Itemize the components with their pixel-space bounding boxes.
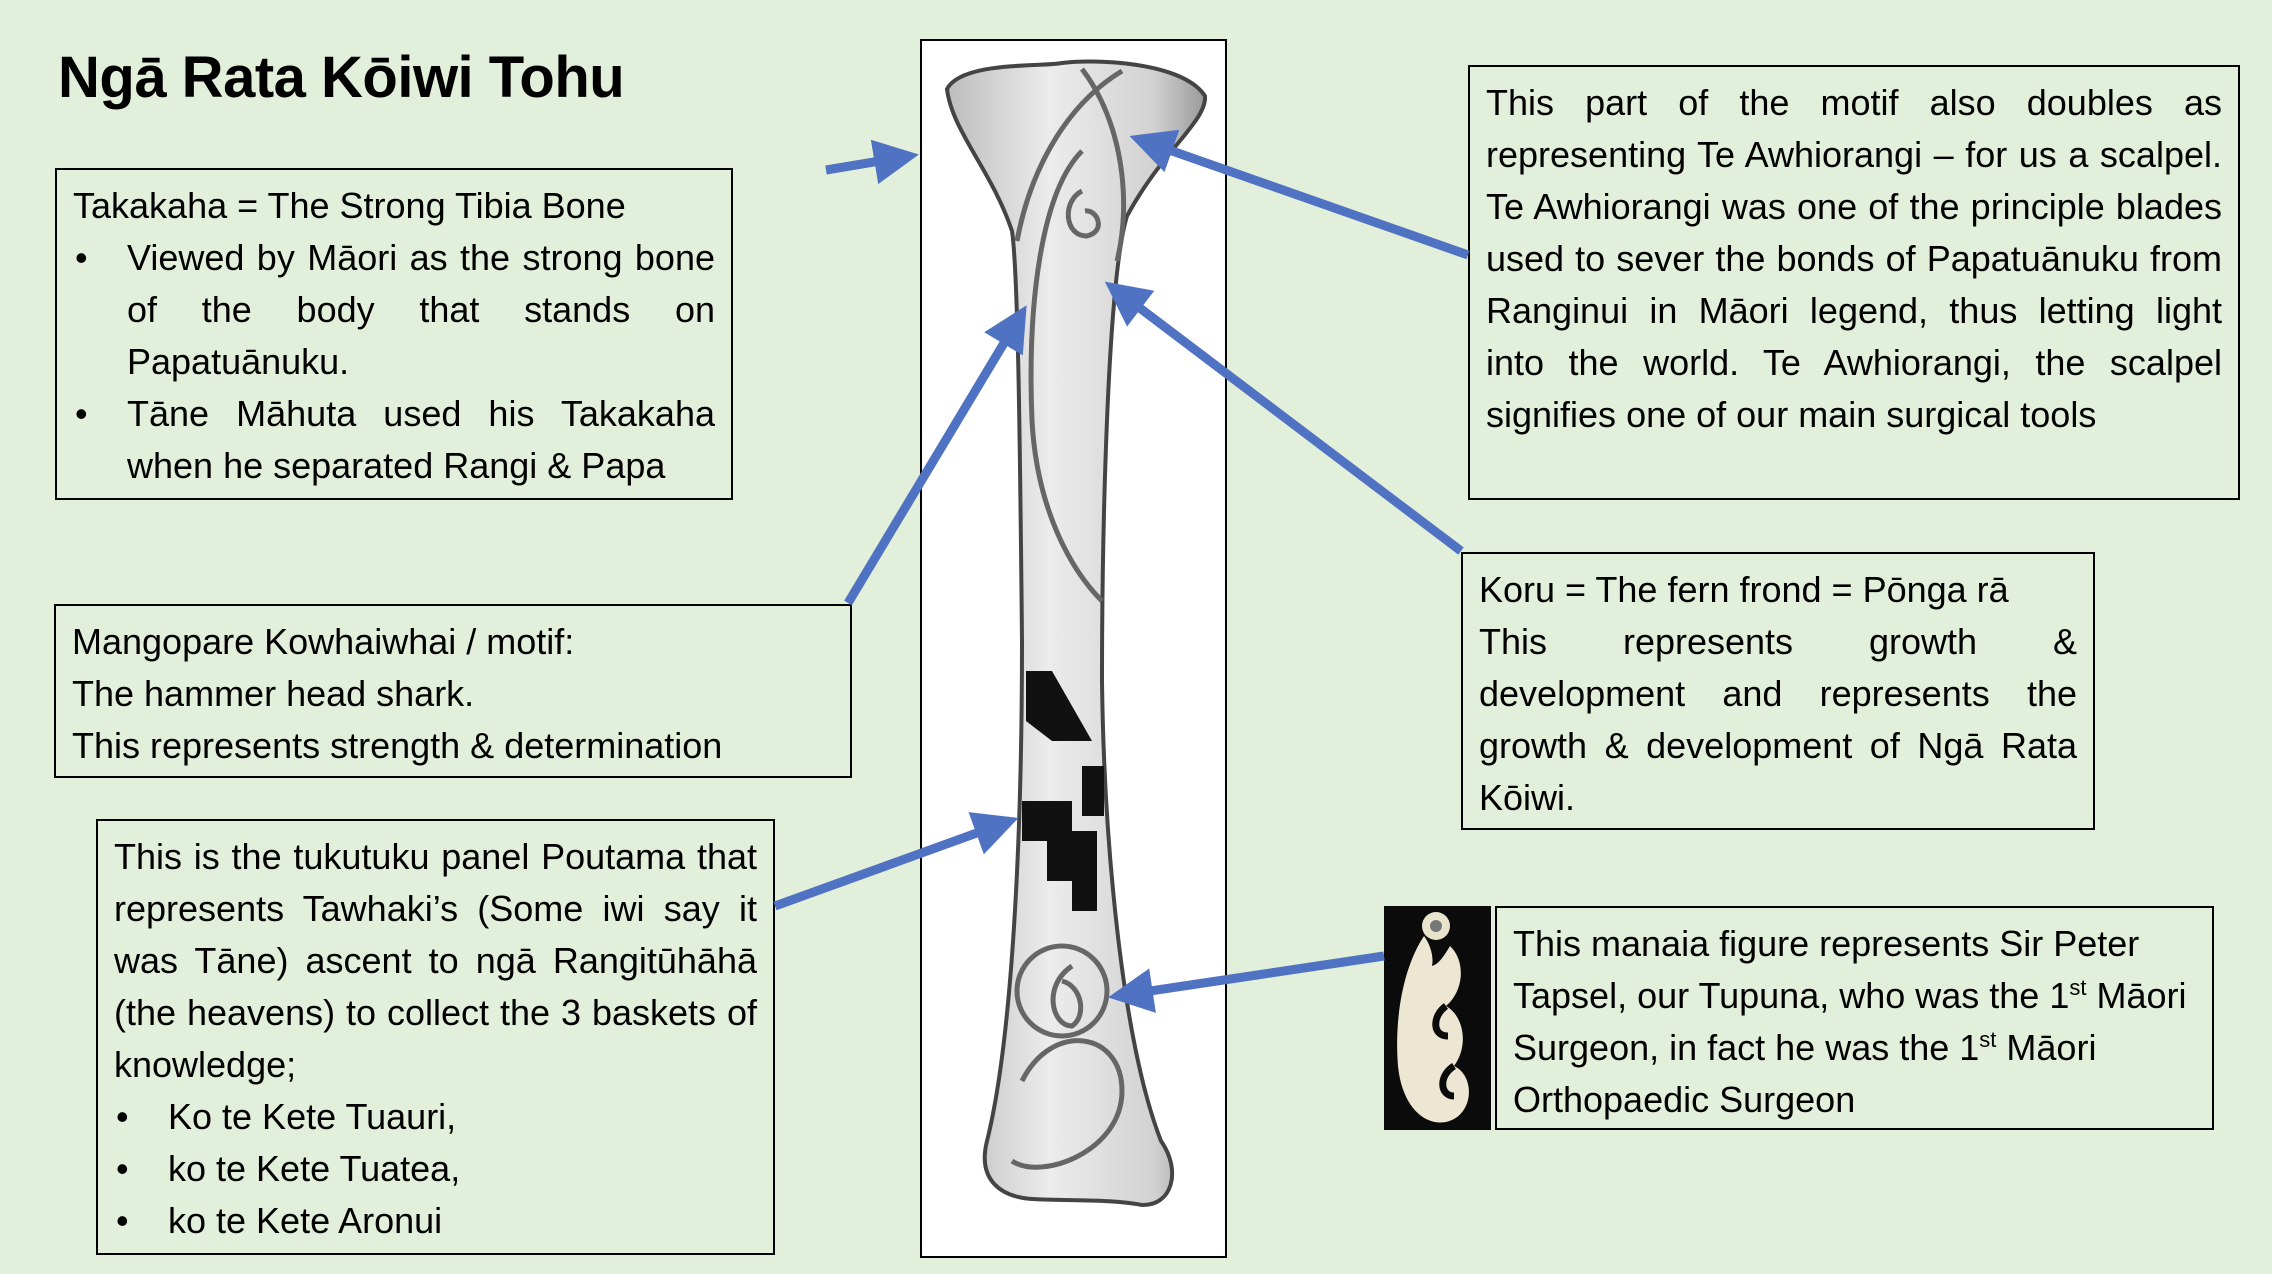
takakaha-bullet: Viewed by Māori as the strong bone of th… (73, 232, 715, 388)
koru-heading: Koru = The fern frond = Pōnga rā (1479, 569, 2009, 610)
arrow-awhiorangi (1129, 129, 1470, 260)
tukutuku-bullet: Ko te Kete Tuauri, (114, 1091, 757, 1143)
manaia-icon (1397, 912, 1469, 1123)
arrow-takakaha (825, 139, 919, 185)
page-title: Ngā Rata Kōiwi Tohu (58, 45, 625, 110)
manaia-text: This manaia figure represents Sir Peter … (1513, 923, 2140, 1016)
superscript: st (1979, 1027, 1997, 1052)
awhiorangi-text: This part of the motif also doubles as r… (1486, 82, 2222, 435)
arrow-mangopare (844, 305, 1027, 606)
koru-text: This represents growth & development and… (1479, 621, 2077, 818)
awhiorangi-box: This part of the motif also doubles as r… (1468, 65, 2240, 500)
mangopare-line: This represents strength & determination (72, 725, 723, 766)
mangopare-box: Mangopare Kowhaiwhai / motif: The hammer… (54, 604, 852, 778)
mangopare-line: Mangopare Kowhaiwhai / motif: (72, 621, 575, 662)
takakaha-bullet: Tāne Māhuta used his Takakaha when he se… (73, 388, 715, 492)
manaia-text: Māori Surgeon, in fact he was the 1 (1513, 975, 2187, 1068)
tibia-bone-drawing (920, 39, 1227, 1258)
tukutuku-bullet: ko te Kete Tuatea, (114, 1143, 757, 1195)
koru-box: Koru = The fern frond = Pōnga rā This re… (1461, 552, 2095, 830)
tukutuku-text: This is the tukutuku panel Poutama that … (114, 836, 757, 1085)
mangopare-line: The hammer head shark. (72, 673, 475, 714)
tibia-bone-icon (944, 59, 1208, 1208)
manaia-box: This manaia figure represents Sir Peter … (1495, 906, 2214, 1130)
arrow-tukutuku (773, 812, 1019, 911)
takakaha-box: Takakaha = The Strong Tibia Bone Viewed … (55, 168, 733, 500)
superscript: st (2069, 975, 2087, 1000)
arrow-koru (1104, 281, 1464, 555)
manaia-text: Māori Orthopaedic Surgeon (1513, 1027, 2097, 1120)
tukutuku-box: This is the tukutuku panel Poutama that … (96, 819, 775, 1255)
tukutuku-bullet: ko te Kete Aronui (114, 1195, 757, 1247)
manaia-pendant-image (1384, 906, 1491, 1130)
arrow-manaia (1108, 951, 1385, 1013)
takakaha-heading: Takakaha = The Strong Tibia Bone (73, 185, 626, 226)
